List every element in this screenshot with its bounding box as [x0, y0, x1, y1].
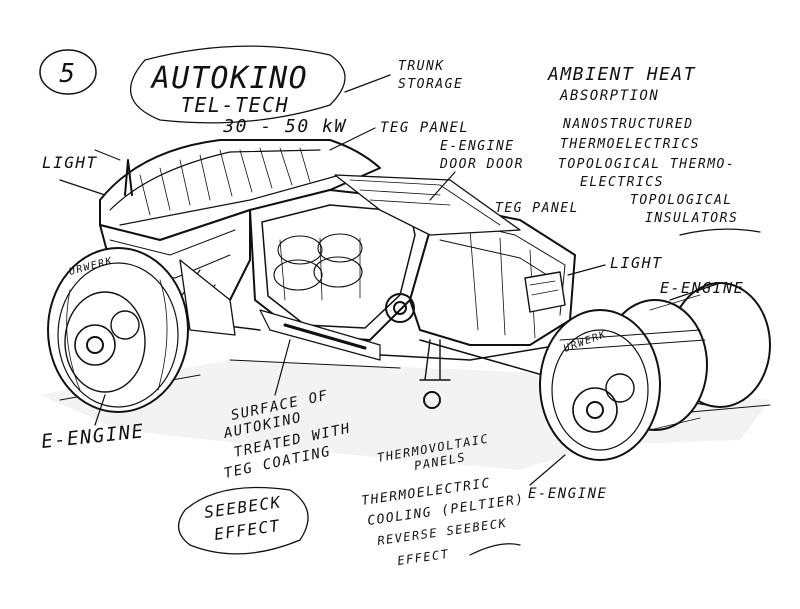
- annotations: TRUNK STORAGE AMBIENT HEAT ABSORPTION NA…: [40, 59, 761, 568]
- title-text: AUTOKINO: [150, 61, 309, 96]
- front-wheels: [539, 282, 771, 461]
- label-light-right: LIGHT: [610, 254, 663, 272]
- label-e-engine-left: E-ENGINE: [40, 420, 145, 453]
- label-light-left: LIGHT: [42, 153, 98, 172]
- label-teg-panel-side: TEG PANEL: [495, 201, 579, 216]
- label-e-engine-door-line1: E-ENGINE: [440, 139, 515, 154]
- sheet-number-text: 5: [59, 59, 76, 89]
- label-trunk-line1: TRUNK: [398, 59, 445, 74]
- title-block: AUTOKINO TEL-TECH 30 - 50 kW: [129, 45, 391, 137]
- label-ambient-line2: ABSORPTION: [559, 88, 659, 104]
- label-seebeck-line2: EFFECT: [213, 516, 282, 544]
- label-nano-line6: INSULATORS: [645, 211, 738, 226]
- label-teg-panel-top: TEG PANEL: [380, 120, 469, 136]
- label-trunk-line2: STORAGE: [398, 77, 463, 92]
- rear-wheel: [47, 247, 236, 413]
- power-text: 30 - 50 kW: [222, 116, 347, 137]
- label-nano-line5: TOPOLOGICAL: [630, 193, 733, 208]
- subtitle-text: TEL-TECH: [181, 93, 289, 117]
- label-ambient-line1: AMBIENT HEAT: [547, 64, 696, 85]
- label-e-engine-right: E-ENGINE: [660, 279, 744, 297]
- label-nano-line1: NANOSTRUCTURED: [562, 117, 694, 132]
- sheet-number: 5: [39, 49, 97, 95]
- label-peltier-line4: EFFECT: [396, 547, 450, 568]
- label-e-engine-bottom: E-ENGINE: [528, 486, 607, 502]
- label-nano-line4: ELECTRICS: [580, 175, 664, 190]
- label-nano-line2: THERMOELECTRICS: [560, 137, 700, 152]
- label-e-engine-door-line2: DOOR DOOR: [439, 157, 524, 172]
- label-nano-line3: TOPOLOGICAL THERMO-: [558, 157, 735, 172]
